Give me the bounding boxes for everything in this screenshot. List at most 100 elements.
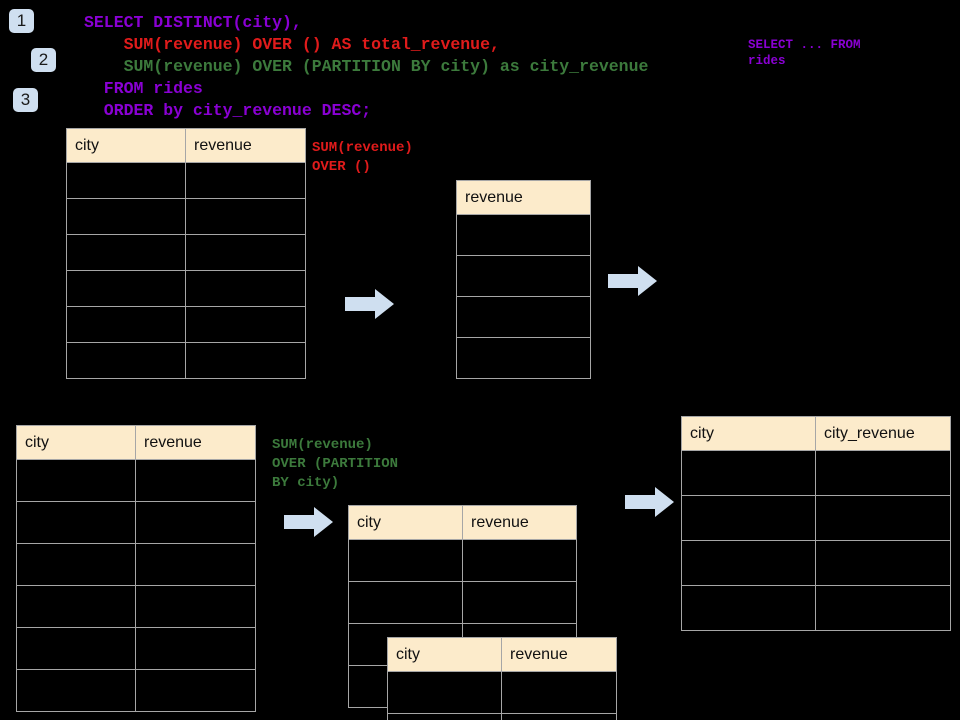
table-row	[16, 501, 256, 544]
table-header-row: city city_revenue	[681, 416, 951, 451]
column-header-city: city	[387, 637, 502, 672]
arrow-right-icon	[345, 289, 394, 319]
arrow-right-icon	[625, 487, 674, 517]
table-row	[16, 543, 256, 586]
table-row	[66, 162, 306, 199]
cell	[815, 495, 951, 541]
cell	[815, 540, 951, 586]
table-source-top: city revenue	[66, 128, 306, 379]
cell	[66, 162, 186, 199]
table-row	[66, 234, 306, 271]
table-row	[387, 713, 617, 720]
cell	[348, 539, 463, 582]
column-header-revenue: revenue	[185, 128, 306, 163]
cell	[387, 671, 502, 714]
cell	[16, 543, 136, 586]
table-row	[387, 671, 617, 714]
table-header-row: city revenue	[387, 637, 617, 672]
callout-select-from: SELECT ... FROM rides	[748, 38, 861, 68]
column-header-revenue: revenue	[462, 505, 577, 540]
callout-sum-over-partition: SUM(revenue) OVER (PARTITION BY city)	[272, 437, 399, 491]
cell	[815, 585, 951, 631]
column-header-city-revenue: city_revenue	[815, 416, 951, 451]
cell	[462, 581, 577, 624]
column-header-revenue: revenue	[501, 637, 617, 672]
cell	[135, 669, 256, 712]
column-header-city: city	[16, 425, 136, 460]
cell	[185, 342, 306, 379]
table-header-row: city revenue	[66, 128, 306, 163]
cell	[185, 162, 306, 199]
table-header-row: city revenue	[348, 505, 577, 540]
cell	[681, 585, 816, 631]
cell	[16, 669, 136, 712]
cell	[66, 342, 186, 379]
table-row	[348, 581, 577, 624]
cell	[185, 306, 306, 343]
column-header-city: city	[681, 416, 816, 451]
column-header-revenue: revenue	[135, 425, 256, 460]
cell	[501, 713, 617, 720]
cell	[66, 234, 186, 271]
cell	[16, 459, 136, 502]
arrow-right-icon	[284, 507, 333, 537]
step-badge-1: 1	[9, 9, 34, 33]
cell	[185, 198, 306, 235]
cell	[501, 671, 617, 714]
table-source-bottom: city revenue	[16, 425, 256, 712]
table-header-row: city revenue	[16, 425, 256, 460]
table-row	[681, 450, 951, 496]
table-row	[16, 669, 256, 712]
table-row	[681, 540, 951, 586]
table-row	[16, 585, 256, 628]
cell	[16, 585, 136, 628]
cell	[66, 306, 186, 343]
table-row	[456, 296, 591, 338]
arrow-right-icon	[608, 266, 657, 296]
cell	[135, 459, 256, 502]
table-row	[66, 342, 306, 379]
cell	[456, 255, 591, 297]
table-result: city city_revenue	[681, 416, 951, 631]
sql-line-total-revenue: SUM(revenue) OVER () AS total_revenue,	[84, 35, 500, 54]
table-row	[16, 459, 256, 502]
cell	[681, 540, 816, 586]
column-header-city: city	[348, 505, 463, 540]
table-row	[456, 214, 591, 256]
cell	[135, 543, 256, 586]
cell	[16, 627, 136, 670]
table-total-revenue: revenue	[456, 180, 591, 379]
cell	[135, 627, 256, 670]
cell	[135, 585, 256, 628]
table-row	[348, 539, 577, 582]
cell	[66, 270, 186, 307]
cell	[456, 214, 591, 256]
cell	[681, 495, 816, 541]
cell	[348, 581, 463, 624]
cell	[815, 450, 951, 496]
cell	[16, 501, 136, 544]
table-row	[681, 585, 951, 631]
column-header-city: city	[66, 128, 186, 163]
cell	[681, 450, 816, 496]
table-header-row: revenue	[456, 180, 591, 215]
cell	[456, 337, 591, 379]
table-partition-front: city revenue	[387, 637, 617, 720]
sql-line-from: FROM rides	[84, 79, 203, 98]
table-row	[456, 255, 591, 297]
table-row	[66, 198, 306, 235]
table-row	[66, 270, 306, 307]
cell	[135, 501, 256, 544]
cell	[462, 539, 577, 582]
cell	[66, 198, 186, 235]
table-row	[16, 627, 256, 670]
sql-line-select: SELECT DISTINCT(city),	[84, 13, 302, 32]
table-row	[66, 306, 306, 343]
cell	[185, 270, 306, 307]
step-badge-3: 3	[13, 88, 38, 112]
cell	[387, 713, 502, 720]
callout-sum-over-empty: SUM(revenue) OVER ()	[312, 140, 413, 175]
cell	[185, 234, 306, 271]
table-row	[681, 495, 951, 541]
